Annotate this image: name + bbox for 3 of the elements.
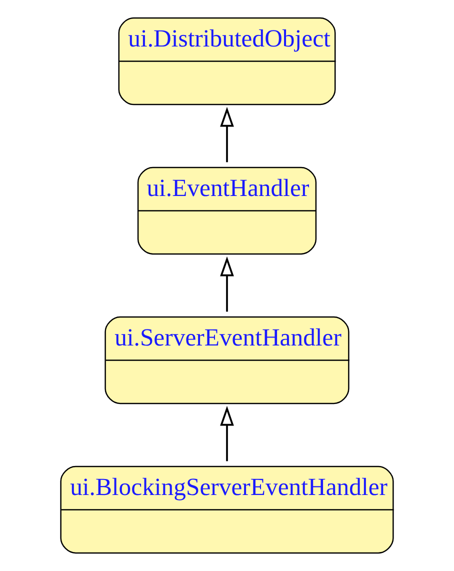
- arrow: [220, 106, 234, 162]
- arrow: [220, 406, 234, 462]
- arrow: [220, 256, 234, 312]
